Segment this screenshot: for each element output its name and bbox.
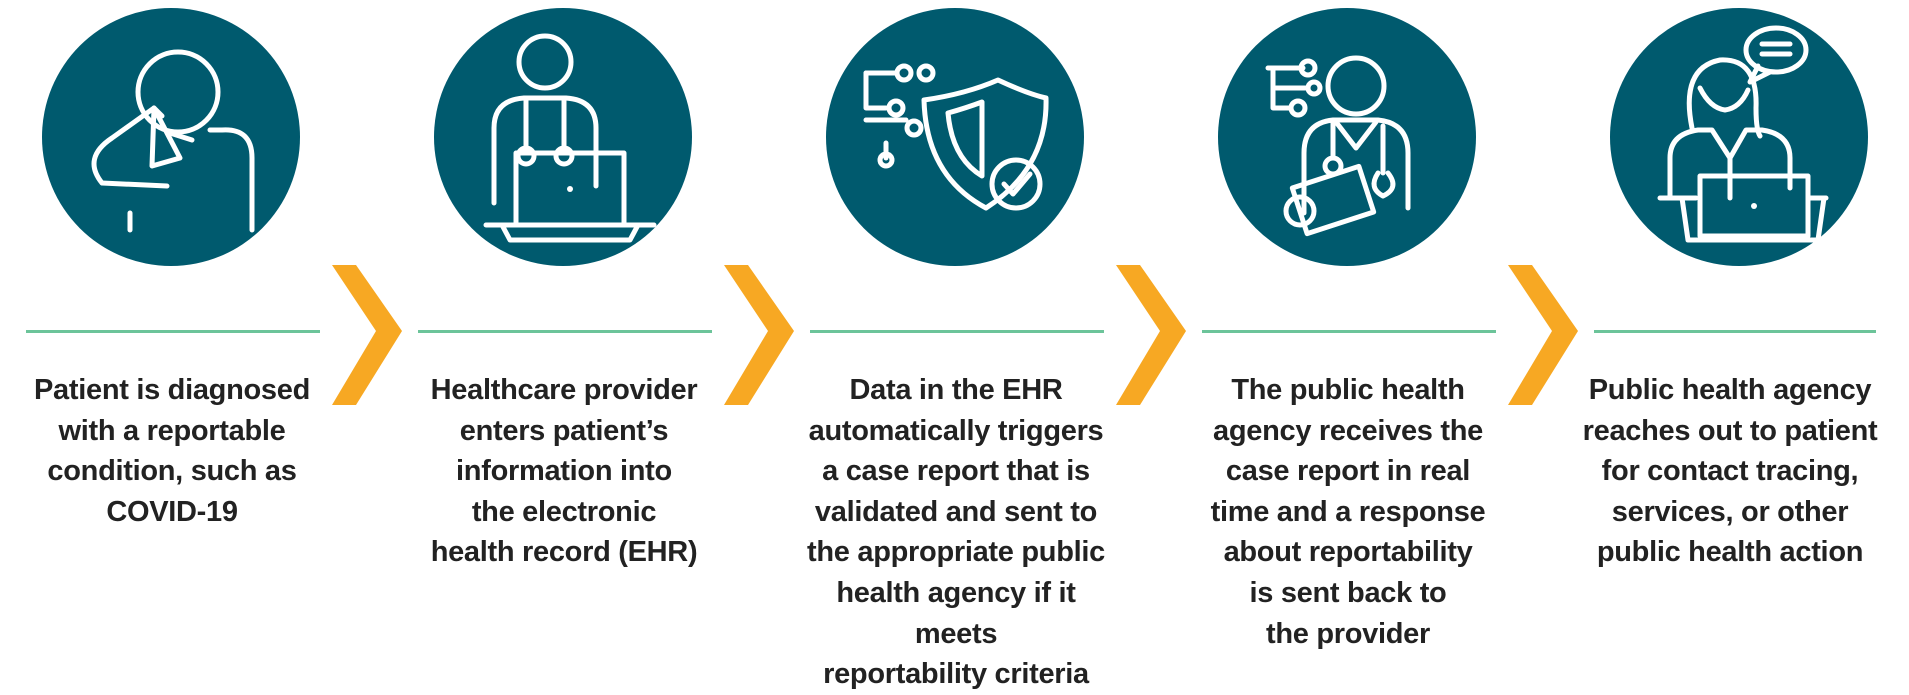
step-5-label: Public health agency reaches out to pati… [1582, 374, 1878, 569]
doctor-clipboard-icon [1265, 55, 1411, 237]
step-1-rule [26, 330, 320, 333]
step-3-rule [810, 330, 1104, 333]
agent-laptop-chat-icon [1657, 25, 1829, 243]
sick-patient-icon [91, 49, 255, 233]
chevron-right-icon [1508, 265, 1578, 405]
step-5-rule [1594, 330, 1876, 333]
step-4-circle [1218, 8, 1476, 266]
step-1-label: Patient is diagnosed with a reportable c… [34, 374, 310, 528]
step-5: Public health agency reaches out to pati… [1583, 0, 1890, 649]
step-2-rule [418, 330, 712, 333]
reporting-flow-diagram: { "colors": { "circle": "#005a6e", "chev… [22, 0, 1890, 691]
step-3: Data in the EHR automatically triggers a… [806, 0, 1106, 690]
step-2: Healthcare provider enters patient’s inf… [414, 0, 714, 649]
step-1-circle [42, 8, 300, 266]
step-4-label: The public health agency receives the ca… [1210, 374, 1486, 650]
provider-laptop-icon [483, 33, 657, 243]
step-3-circle [826, 8, 1084, 266]
step-5-circle [1610, 8, 1868, 266]
data-shield-check-icon [863, 63, 1049, 211]
step-2-circle [434, 8, 692, 266]
step-4: The public health agency receives the ca… [1198, 0, 1498, 650]
step-1: Patient is diagnosed with a reportable c… [22, 0, 322, 649]
step-3-label: Data in the EHR automatically triggers a… [807, 374, 1105, 691]
chevron-right-icon [332, 265, 402, 405]
chevron-right-icon [724, 265, 794, 405]
step-2-label: Healthcare provider enters patient’s inf… [430, 374, 698, 569]
chevron-right-icon [1116, 265, 1186, 405]
step-4-rule [1202, 330, 1496, 333]
